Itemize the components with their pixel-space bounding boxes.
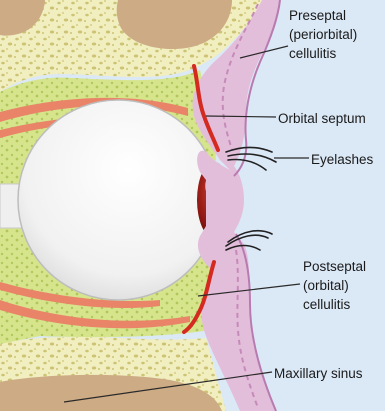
label-eyelashes: Eyelashes	[311, 150, 373, 169]
label-orbital-septum: Orbital septum	[278, 109, 366, 128]
label-preseptal-cellulitis: Preseptal (periorbital) cellulitis	[289, 6, 357, 63]
label-postseptal-cellulitis: Postseptal (orbital) cellulitis	[303, 257, 366, 314]
eyeball	[18, 100, 218, 300]
label-maxillary-sinus: Maxillary sinus	[274, 364, 363, 383]
